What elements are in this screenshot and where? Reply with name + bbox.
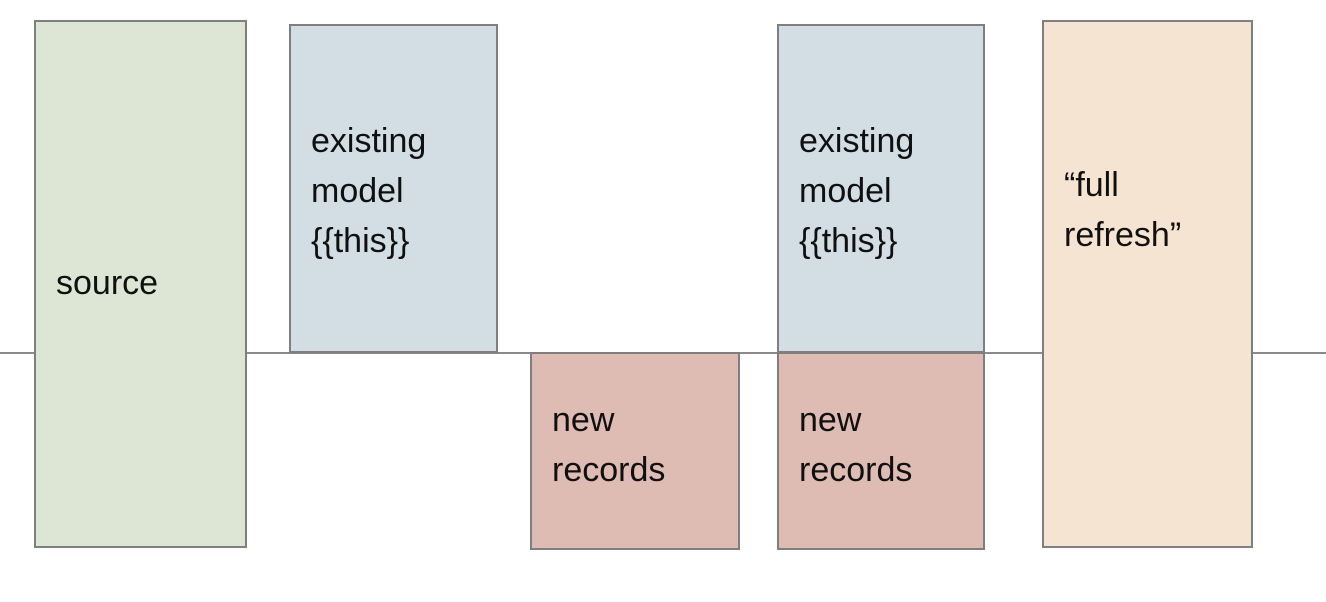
box-new-records-2[interactable]: new records (777, 352, 985, 550)
box-source-label: source (56, 264, 159, 302)
box-existing-model-2[interactable]: existing model {{this}} (777, 24, 985, 353)
box-existing-model-1-label: existing model {{this}} (311, 121, 427, 260)
box-source[interactable]: source (34, 20, 247, 548)
box-existing-model-1[interactable]: existing model {{this}} (289, 24, 498, 353)
box-existing-model-2-label: existing model {{this}} (799, 121, 915, 260)
box-new-records-1[interactable]: new records (530, 352, 740, 550)
box-new-records-1-label: new records (552, 401, 666, 489)
box-full-refresh-label: “full refresh” (1064, 166, 1182, 254)
box-new-records-2-label: new records (799, 401, 913, 489)
box-full-refresh[interactable]: “full refresh” (1042, 20, 1253, 548)
